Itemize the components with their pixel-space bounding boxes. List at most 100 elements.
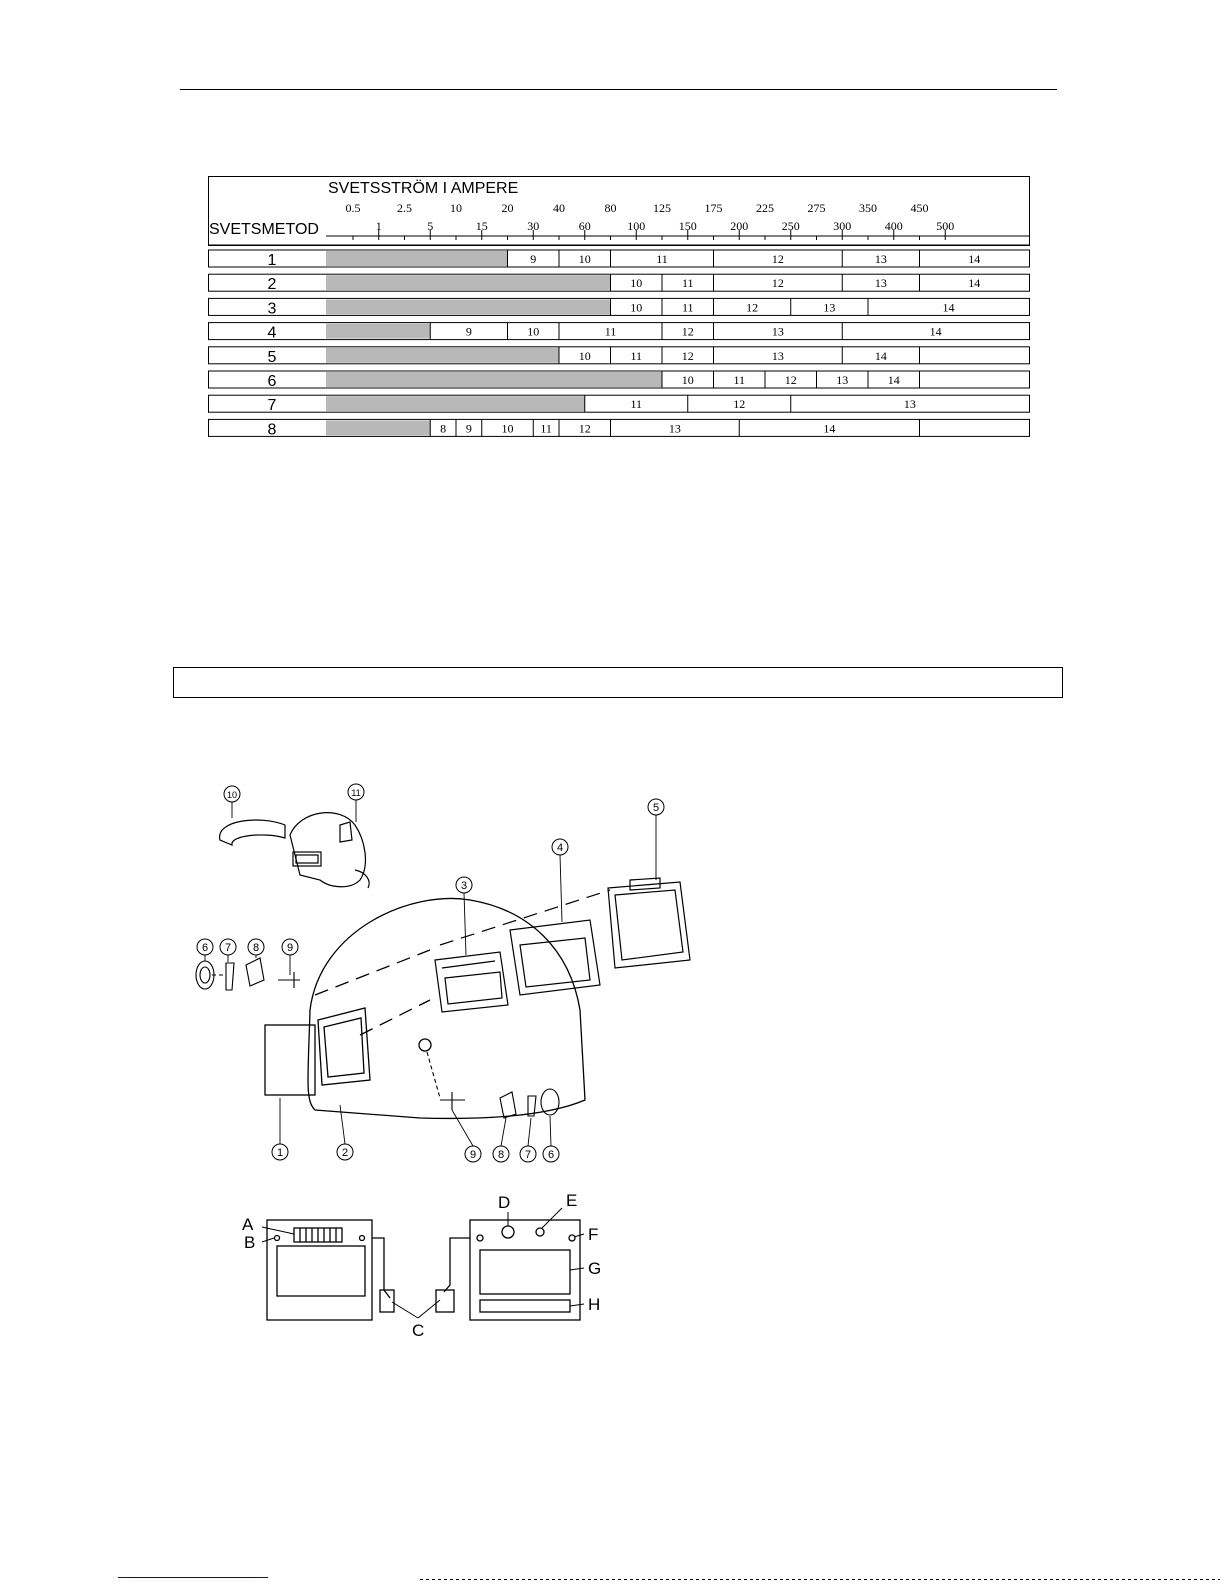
callout-5: 5 [647,798,665,880]
header-rule [180,89,1057,90]
shade-number: 11 [733,373,745,387]
shade-number: 14 [968,252,980,266]
row-label: 6 [268,373,277,390]
callout-6: 6 [542,1115,560,1163]
tick-label-upper: 450 [911,201,929,215]
gray-range-bar [326,396,585,412]
label-h: H [588,1295,600,1314]
row-frame [208,273,1030,292]
label-b: B [244,1233,255,1252]
shade-number: 10 [630,276,642,290]
callout-7: 7 [519,1117,537,1163]
callout-8: 8 [492,1117,510,1163]
shade-number: 12 [772,252,784,266]
shade-number: 11 [682,300,694,314]
callout-number: 10 [227,790,237,800]
label-g: G [588,1259,601,1278]
callout-number: 5 [653,802,659,814]
callout-circle [347,783,365,801]
shade-number: 14 [968,276,980,290]
row-label: 3 [268,300,277,317]
callout-circle [519,1145,537,1163]
label-d: D [498,1193,510,1212]
shade-number: 10 [630,300,642,314]
row-frame [208,322,1030,341]
callout-9: 9 [451,1109,482,1163]
shade-number: 11 [630,397,642,411]
adf-labels: A B C D E F G H [242,1191,601,1340]
row-frame [208,418,1030,437]
shade-number: 12 [746,300,758,314]
callout-circle [336,1143,354,1161]
callout-number: 1 [277,1147,283,1159]
callout-circle [219,938,237,956]
callout-number: 7 [525,1149,531,1161]
tick-label-upper: 350 [859,201,877,215]
callout-circle [281,938,299,956]
callout-circle [223,785,241,803]
gray-range-bar [326,347,559,363]
tick-label-upper: 275 [808,201,826,215]
label-f: F [588,1225,598,1244]
tick-label-lower: 15 [476,219,488,233]
callout-number: 4 [557,842,563,854]
callout-2: 2 [336,1104,354,1161]
shade-number: 10 [527,325,539,339]
shade-number: 12 [682,325,694,339]
adf-back-view [435,1219,581,1321]
footer-dotted-rule [420,1579,1220,1580]
callout-circle [247,938,265,956]
shade-number: 10 [579,252,591,266]
shade-number: 9 [466,421,472,435]
adf-leader-lines [261,1207,585,1319]
shade-number: 13 [669,421,681,435]
label-e: E [566,1191,577,1210]
callout-number: 7 [225,942,231,954]
callout-4: 4 [551,838,569,923]
headgear-illustration [219,812,370,889]
callout-circle [455,876,473,894]
tick-label-upper: 125 [653,201,671,215]
row-frame [208,346,1030,365]
callout-7: 7 [219,938,237,962]
tick-label-upper: 225 [756,201,774,215]
callout-number: 6 [548,1149,554,1161]
row-frame [208,297,1030,316]
shade-number: 10 [502,421,514,435]
shade-number: 13 [823,300,835,314]
callout-3: 3 [455,876,473,956]
row-label: 5 [268,349,277,366]
shade-number: 8 [440,421,446,435]
callout-circle [647,798,665,816]
table-row: 3 10 11 12 13 14 [208,297,1030,317]
label-c: C [412,1321,424,1340]
callout-1: 1 [271,1098,289,1161]
adf-cartridge-diagram: A B C D E F G H [242,1191,601,1340]
tick-label-lower: 30 [527,219,539,233]
shade-number: 13 [772,325,784,339]
callout-number: 9 [287,942,293,954]
shade-number: 12 [733,397,745,411]
row-label: 4 [268,325,277,342]
callout-11: 11 [347,783,365,822]
shade-number: 14 [823,421,835,435]
footer-link-underline[interactable] [118,1577,268,1578]
shade-number: 11 [682,276,694,290]
callout-number: 11 [351,788,360,798]
tick-label-lower: 100 [627,219,645,233]
shade-number: 14 [943,300,955,314]
callout-circle [271,1143,289,1161]
tick-label-lower: 500 [936,219,954,233]
tick-label-upper: 20 [502,201,514,215]
shade-number: 12 [785,373,797,387]
shade-number: 14 [930,325,942,339]
gray-range-bar [326,251,508,266]
row-label: 1 [268,252,277,269]
tick-label-upper: 10 [450,201,462,215]
shade-number: 13 [875,252,887,266]
tick-label-upper: 0.5 [346,201,361,215]
cartridge-parts-illustration [434,877,691,1013]
